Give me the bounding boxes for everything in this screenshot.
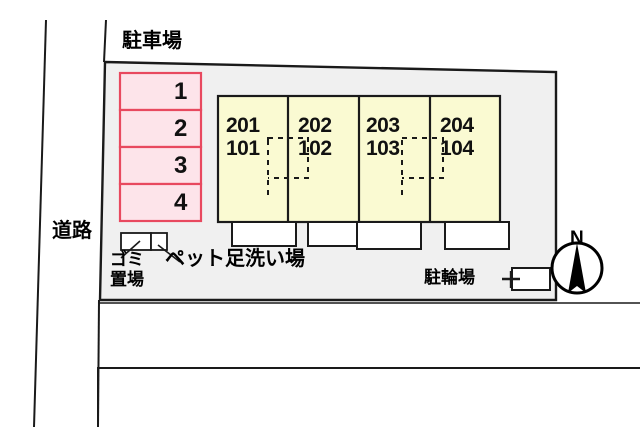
unit-lower-102: 102 [298,137,332,160]
unit-lower-104: 104 [440,137,474,160]
unit-upper-202: 202 [298,114,332,137]
unit-upper-201: 201 [226,114,260,137]
entrance-porch-4 [444,221,510,250]
unit-lower-101: 101 [226,137,260,160]
parking-space-2 [118,108,203,149]
parking-space-number-2: 2 [174,115,188,142]
label-pet-wash-area: ペット足洗い場 [165,246,305,270]
label-garbage-line1: ゴミ [110,250,144,270]
lower-road-edge [97,367,640,427]
stair-right-b [402,137,444,179]
entrance-porch-3 [356,221,422,250]
compass-rose [550,241,604,295]
label-road: 道路 [52,218,92,242]
parking-space-4 [118,182,203,223]
stair-dashes [267,137,444,196]
label-compass-north: N [570,228,584,249]
building-block [216,94,510,250]
unit-lower-103: 103 [366,137,400,160]
entrance-porch-1 [231,221,297,247]
label-bicycle-parking: 駐輪場 [424,268,475,288]
bicycle-parking-marker [502,267,551,291]
label-garbage-line2: 置場 [110,270,144,290]
road-line-inner [103,19,107,63]
parking-space-number-1: 1 [174,78,188,105]
parking-space-3 [118,145,203,186]
parking-space-1 [118,71,203,112]
unit-upper-204: 204 [440,114,474,137]
garbage-station-icon [120,232,181,263]
parking-space-number-4: 4 [174,189,188,216]
parking-space-number-3: 3 [174,152,188,179]
label-parking-lot: 駐車場 [122,28,182,52]
parking-block [118,71,203,223]
unit-upper-203: 203 [366,114,400,137]
road-line-outer [33,19,47,427]
stair-right-a [268,137,309,179]
